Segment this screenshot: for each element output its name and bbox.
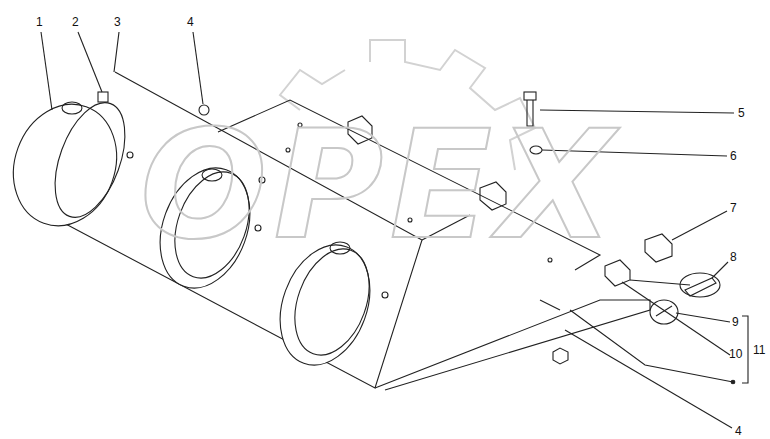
- callout-number: 4: [187, 16, 194, 28]
- callout-number: 1: [36, 16, 43, 28]
- callout-number: 8: [730, 251, 737, 263]
- callout-number: 4: [735, 425, 742, 437]
- callout-number: 6: [730, 150, 737, 162]
- watermark: OPEX: [140, 110, 620, 260]
- callout-number: 2: [72, 16, 79, 28]
- callout-number: 9: [732, 316, 739, 328]
- callout-number: 11: [753, 344, 765, 356]
- callout-number: 7: [730, 202, 737, 214]
- callout-number: 5: [738, 107, 745, 119]
- callout-number: 3: [114, 16, 121, 28]
- callout-number: 10: [729, 348, 742, 360]
